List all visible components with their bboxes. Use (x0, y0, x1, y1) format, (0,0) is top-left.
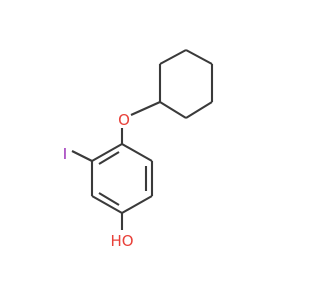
bond (185, 101, 213, 119)
bond (91, 143, 123, 162)
bond (130, 101, 161, 116)
bond (91, 195, 123, 214)
double-bond (98, 192, 120, 206)
iodo-bond (71, 150, 93, 162)
oxygen-atom-label: O (118, 111, 130, 129)
bond (121, 143, 153, 162)
hydroxyl-group-label: HO (110, 232, 133, 250)
ether-linkage (120, 101, 161, 144)
benzene-ring (90, 143, 154, 214)
bond (121, 195, 153, 214)
iodine-atom-label: I (63, 145, 67, 163)
double-bond (98, 151, 120, 165)
cyclohexyl-ring (158, 49, 214, 119)
molecule-structure: O I HO (63, 49, 214, 250)
bond (159, 49, 187, 65)
bond (159, 101, 187, 119)
bond (185, 49, 213, 65)
